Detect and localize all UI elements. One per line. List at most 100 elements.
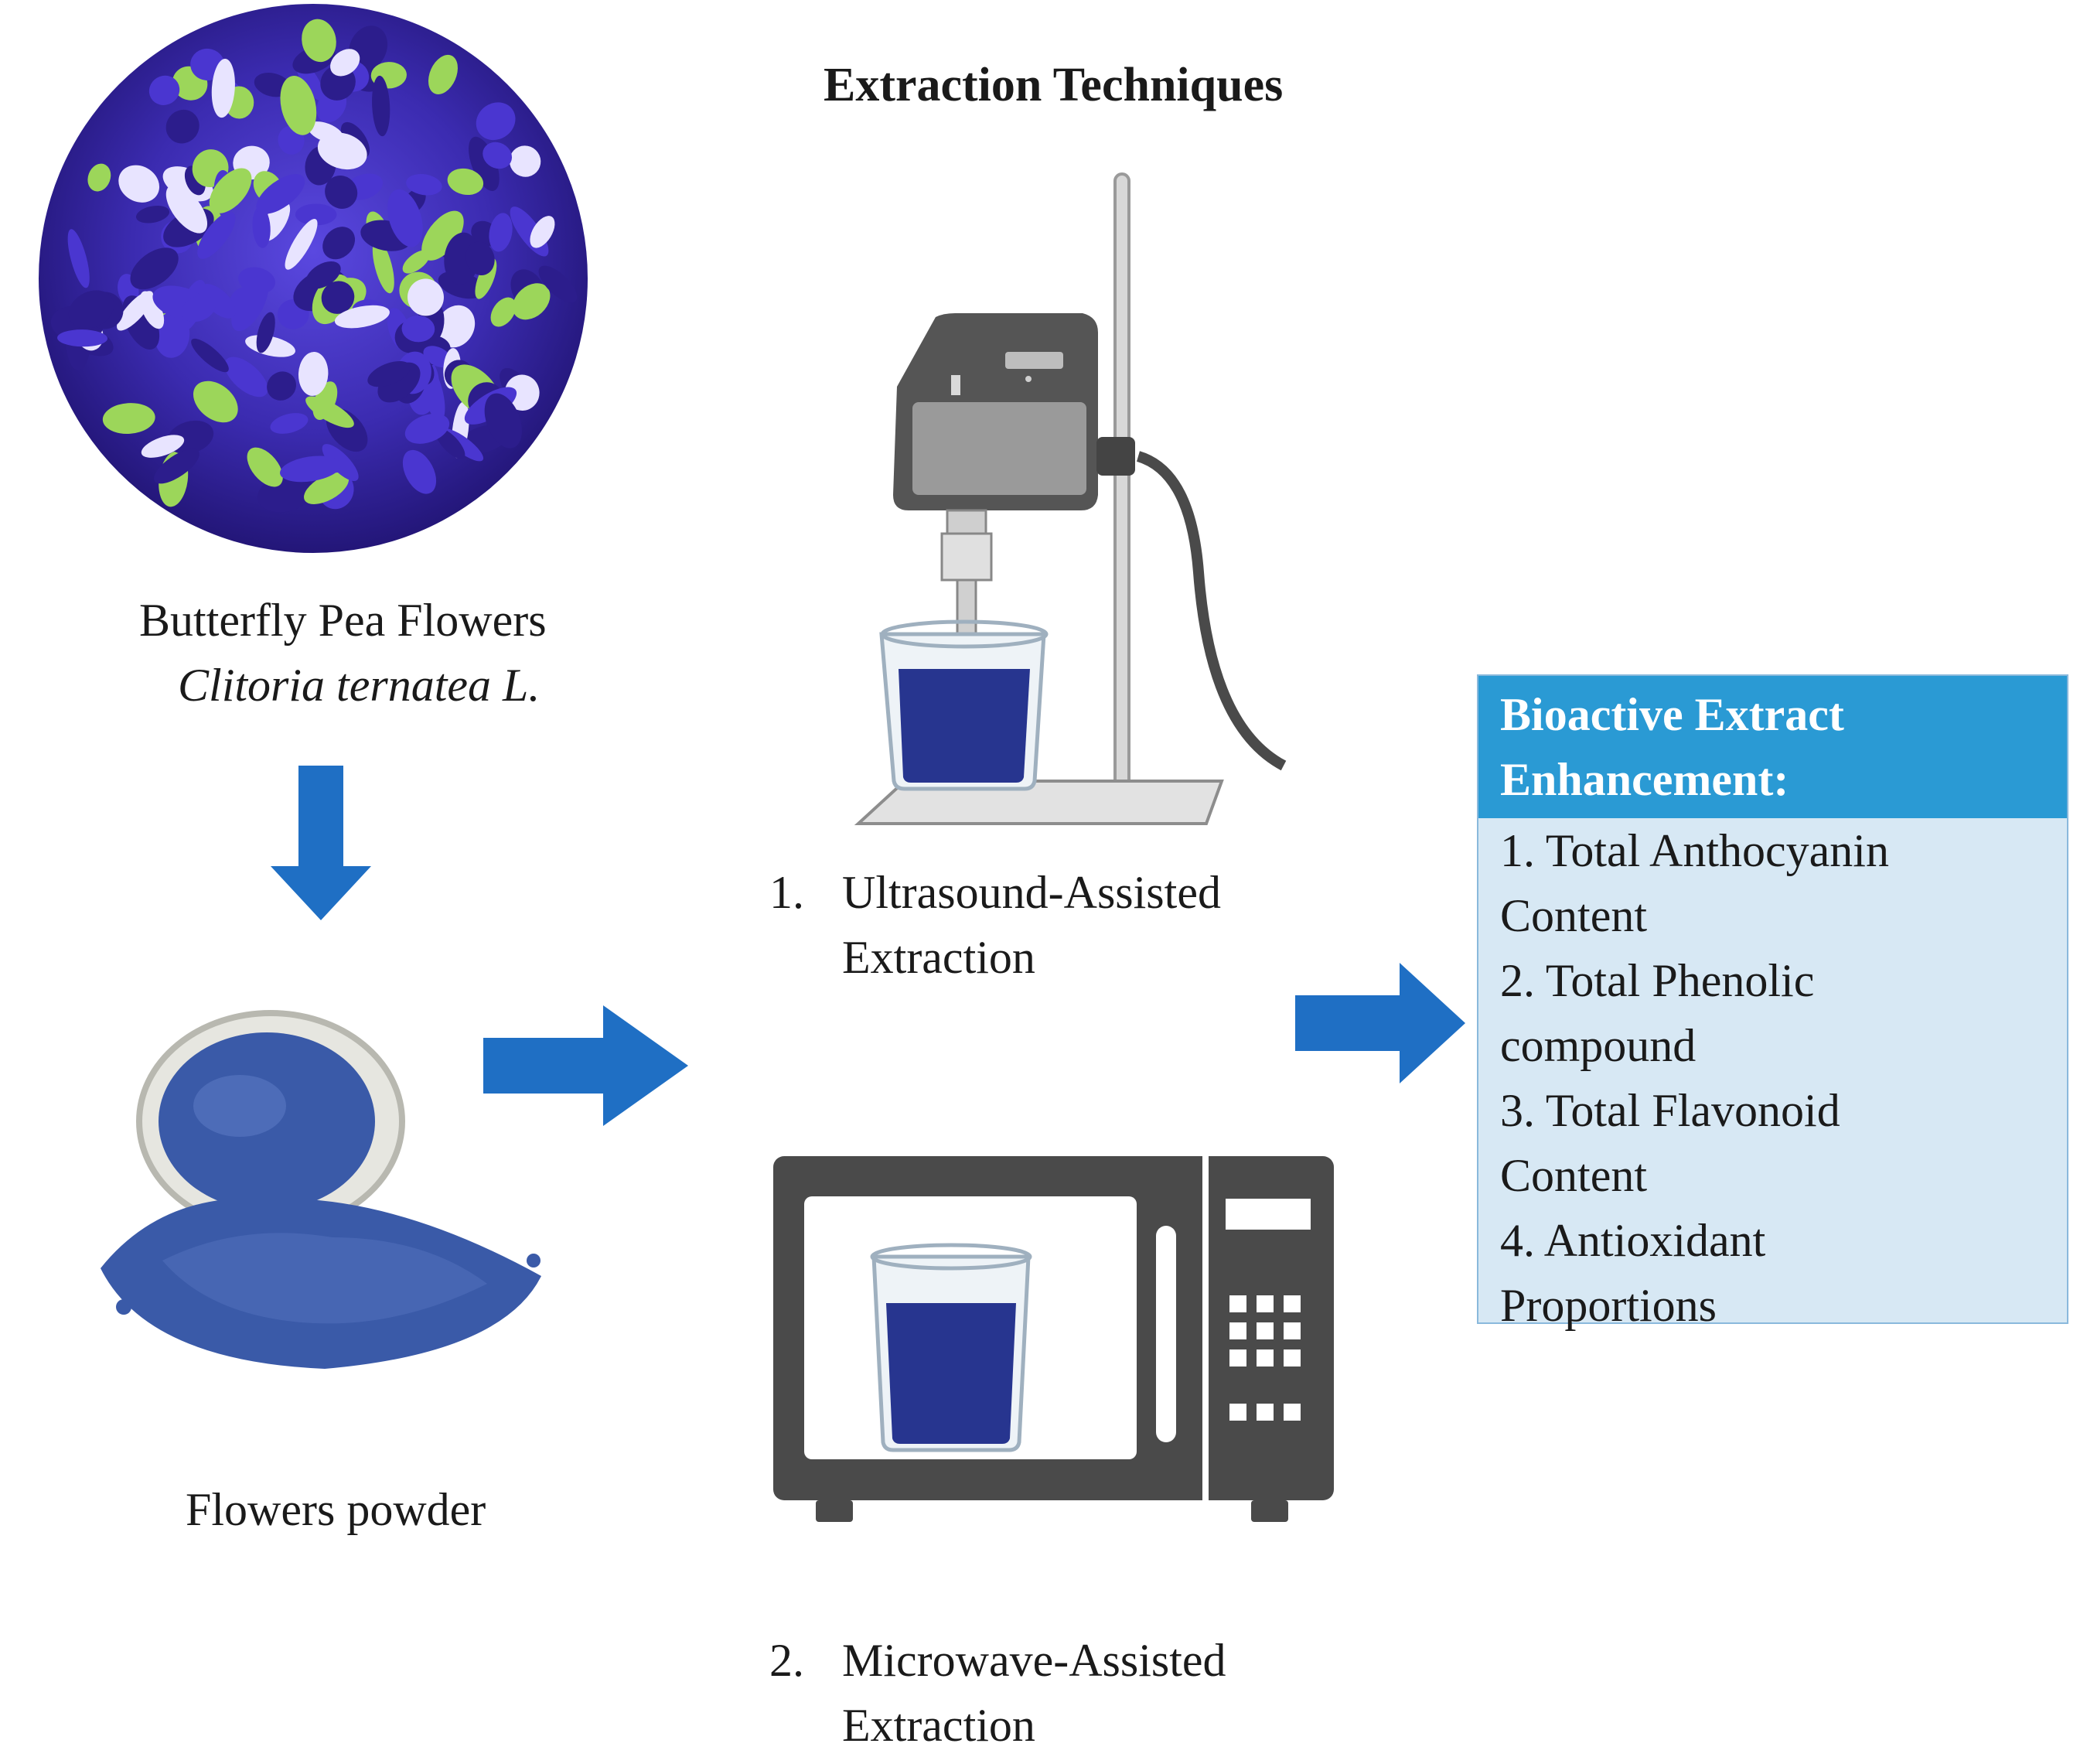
result-item: Content <box>1500 890 1647 941</box>
technique-2-line2: Extraction <box>842 1700 1035 1751</box>
petal-mark <box>469 136 500 191</box>
powder-label: Flowers powder <box>186 1484 486 1535</box>
petal-mark <box>321 281 355 314</box>
petal-mark <box>199 284 236 319</box>
petal-mark <box>402 250 430 274</box>
petal-mark <box>304 472 350 504</box>
petal-mark <box>252 206 271 248</box>
petal-mark <box>307 121 344 144</box>
petal-mark <box>102 403 155 434</box>
petal-mark <box>267 371 296 401</box>
ultrasound-device-image <box>854 172 1287 825</box>
petal-mark <box>436 305 476 348</box>
petal-mark <box>295 203 337 226</box>
petal-mark <box>406 173 442 196</box>
petal-mark <box>465 241 495 275</box>
petal-mark <box>325 176 358 209</box>
petal-mark <box>224 357 268 397</box>
petal-mark <box>280 76 317 135</box>
down-arrow-icon <box>271 766 371 920</box>
petal-mark <box>231 275 269 332</box>
petal-mark <box>401 316 435 343</box>
result-item: 3. Total Flavonoid <box>1500 1085 1840 1136</box>
petal-mark <box>489 213 513 252</box>
petal-mark <box>67 229 90 288</box>
petal-mark <box>435 428 465 459</box>
petal-mark <box>512 283 551 320</box>
petal-mark <box>387 189 423 247</box>
result-heading: Bioactive Extract Enhancement: <box>1478 676 2067 818</box>
result-box: Bioactive Extract Enhancement: 1. Total … <box>1477 674 2068 1331</box>
technique-1-number: 1. <box>769 867 804 918</box>
petal-mark <box>322 444 359 481</box>
petal-mark <box>130 247 179 290</box>
petal-mark <box>211 59 235 118</box>
petal-mark <box>367 360 411 387</box>
technique-2-number: 2. <box>769 1635 804 1686</box>
petal-mark <box>530 216 555 248</box>
result-item: Proportions <box>1500 1280 1717 1331</box>
petal-mark <box>181 295 216 322</box>
petal-mark <box>538 265 578 303</box>
technique-2-line1: Microwave-Assisted <box>842 1635 1226 1686</box>
petal-mark <box>247 447 283 487</box>
petal-mark <box>165 109 199 144</box>
result-item: 4. Antioxidant <box>1500 1215 1766 1266</box>
petal-mark <box>504 374 540 411</box>
microwave-device-image <box>773 1156 1334 1522</box>
result-heading-line1: Bioactive Extract <box>1500 689 1844 740</box>
petal-mark <box>118 165 160 203</box>
petal-mark <box>280 456 341 483</box>
petal-mark <box>154 449 199 484</box>
petal-mark <box>322 227 356 260</box>
petal-mark <box>117 291 154 331</box>
technique-1-line1: Ultrasound-Assisted <box>842 867 1221 918</box>
petal-mark <box>372 239 394 294</box>
petal-mark <box>483 142 513 169</box>
petal-mark <box>334 305 390 329</box>
petal-mark <box>372 75 390 137</box>
petal-mark <box>197 212 236 259</box>
petal-mark <box>209 168 252 213</box>
result-item: 2. Total Phenolic <box>1500 955 1815 1006</box>
petal-mark <box>141 435 185 458</box>
source-name: Butterfly Pea Flowers <box>139 595 547 646</box>
right-arrow-icon <box>1295 963 1465 1083</box>
petal-mark <box>270 413 309 434</box>
petal-mark <box>421 210 464 261</box>
right-arrow-icon <box>483 1005 688 1126</box>
petal-mark <box>484 393 522 449</box>
petal-mark <box>256 174 305 214</box>
petal-mark <box>298 351 329 396</box>
result-item: Content <box>1500 1150 1647 1201</box>
petal-mark <box>490 297 517 327</box>
butterfly-pea-flowers-image <box>39 4 588 553</box>
petal-mark <box>330 49 360 77</box>
petal-mark <box>256 312 275 353</box>
result-items: 1. Total Anthocyanin Content 2. Total Ph… <box>1478 818 2067 1338</box>
petal-mark <box>509 145 541 177</box>
petal-mark <box>191 338 229 373</box>
source-scientific-name: Clitoria ternatea L. <box>178 660 541 711</box>
petal-mark <box>165 184 208 234</box>
petal-mark <box>402 449 437 494</box>
petal-mark <box>305 261 341 289</box>
petal-mark <box>193 380 238 423</box>
petal-mark <box>68 290 114 329</box>
petal-mark <box>57 329 108 347</box>
flower-powder-image <box>101 1010 541 1369</box>
petal-mark <box>135 205 170 223</box>
petal-mark <box>302 19 336 63</box>
petal-mark <box>447 168 484 196</box>
petal-mark <box>408 278 444 316</box>
technique-1-line2: Extraction <box>842 932 1035 983</box>
petal-mark <box>148 75 180 105</box>
petal-mark <box>285 219 318 270</box>
petal-mark <box>428 54 458 94</box>
diagram-title: Extraction Techniques <box>824 59 1284 111</box>
result-heading-line2: Enhancement: <box>1500 754 1789 805</box>
result-item: 1. Total Anthocyanin <box>1500 825 1889 876</box>
petal-mark <box>87 163 111 192</box>
